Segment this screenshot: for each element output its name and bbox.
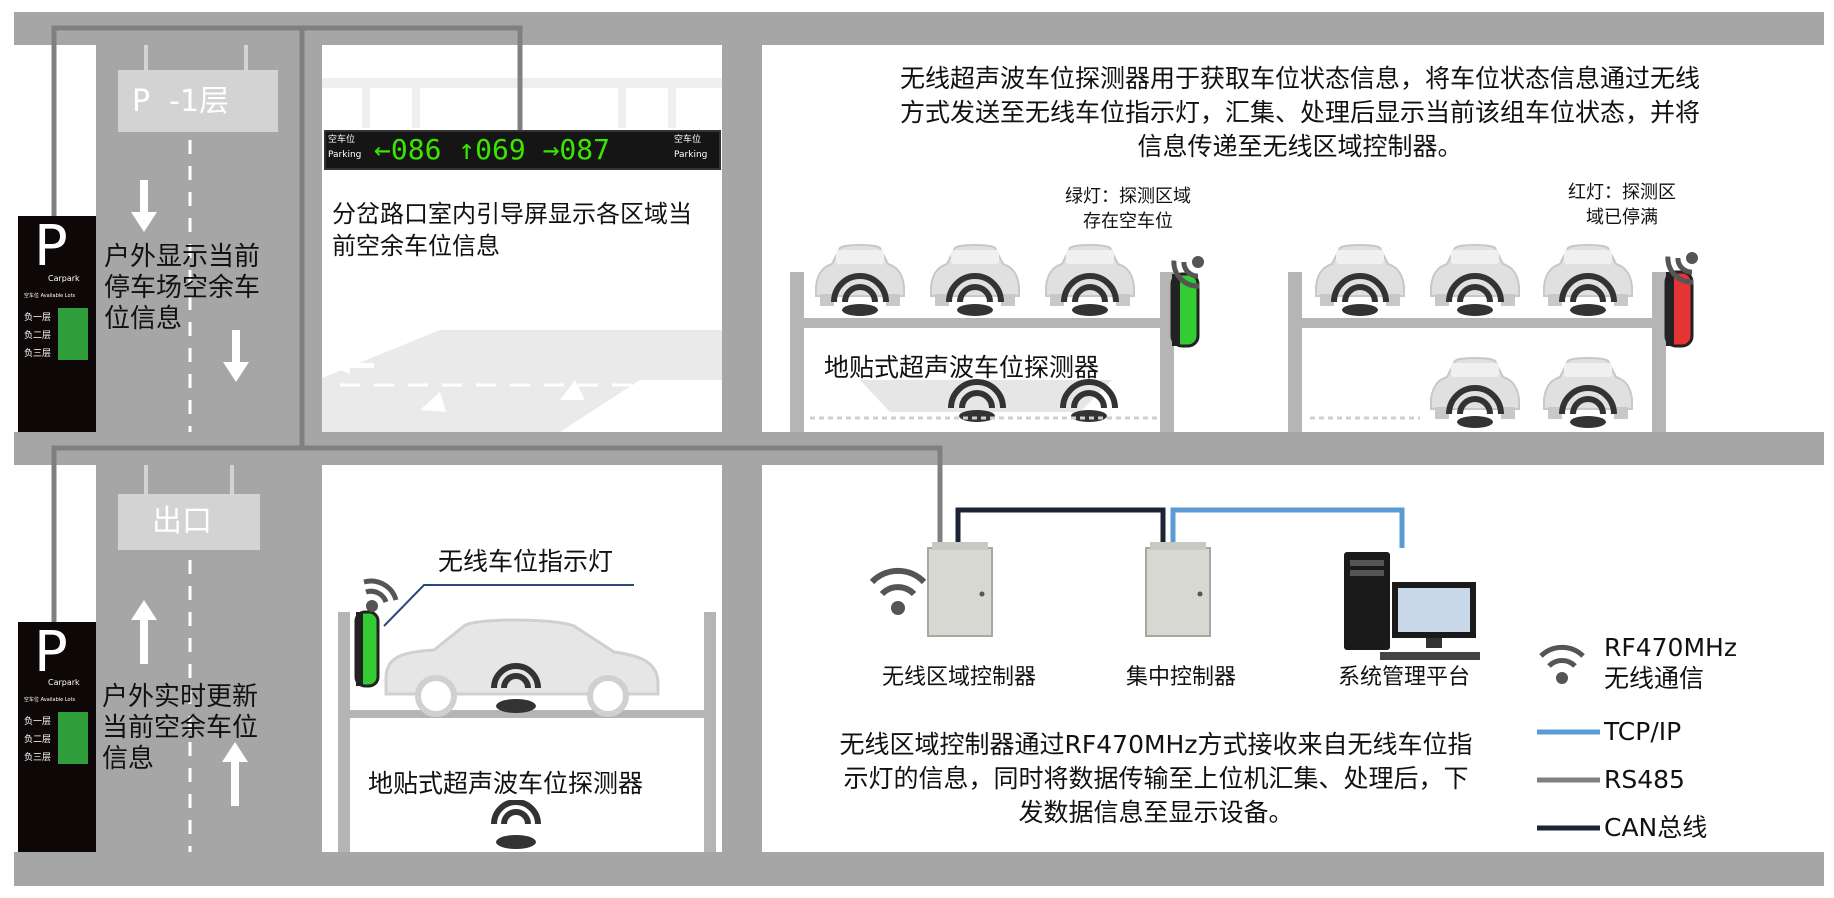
sign-level: 负三层	[24, 349, 52, 359]
legend-wifi-icon	[1539, 644, 1585, 684]
legend-tcp: TCP/IP	[1604, 717, 1682, 746]
guide-screen-text: 分岔路口室内引导屏显示各区域当前空余车位信息	[332, 200, 692, 260]
controller-description: 无线区域控制器通过RF470MHz方式接收来自无线车位指示灯的信息，同时将数据传…	[839, 730, 1473, 827]
legend-can: CAN总线	[1604, 813, 1708, 842]
green-light-note: 绿灯：探测区域存在空车位	[1065, 186, 1191, 232]
platform-label: 系统管理平台	[1338, 665, 1471, 690]
network-devices	[869, 542, 1480, 660]
guide-readout: ←086 ↑069 →087	[374, 133, 611, 166]
detector-description: 无线超声波车位探测器用于获取车位状态信息，将车位状态信息通过无线方式发送至无线车…	[899, 64, 1700, 161]
guide-tag-left: 空车位 Parking	[328, 135, 362, 160]
sign-level: 负二层	[24, 331, 52, 341]
central-controller-label: 集中控制器	[1126, 665, 1237, 690]
parking-racks	[790, 200, 1810, 432]
outdoor-display-text: 户外显示当前停车场空余车位信息	[104, 242, 261, 334]
sign-level: 负三层	[24, 753, 52, 763]
sign-letter: P	[34, 214, 68, 279]
legend-rf: RF470MHz无线通信	[1604, 633, 1737, 693]
sign-level: 负一层	[24, 717, 52, 727]
exit-sign-label: 出口	[152, 504, 212, 539]
sign-brand: Carpark	[48, 274, 80, 283]
indicator-scene	[338, 578, 716, 852]
rf-wifi-icon	[869, 567, 927, 615]
sign-caption: 空车位 Available Lots	[24, 697, 76, 703]
sign-count-panel	[58, 712, 88, 764]
sign-count-panel	[58, 308, 88, 360]
guide-tag-right: 空车位 Parking	[674, 135, 708, 160]
floor-sign-label: P -1层	[132, 84, 230, 119]
wireless-controller-label: 无线区域控制器	[882, 665, 1037, 690]
legend-rs485: RS485	[1604, 765, 1685, 794]
guide-screen: 空车位 Parking ←086 ↑069 →087 空车位 Parking	[324, 130, 721, 170]
red-light-note: 红灯：探测区域已停满	[1568, 182, 1676, 228]
outdoor-sign-top: P Carpark 空车位 Available Lots 负一层 负二层 负三层	[18, 214, 96, 432]
sign-letter: P	[34, 620, 68, 685]
bottom-detector-label: 地贴式超声波车位探测器	[368, 768, 644, 800]
outdoor-sign-bottom: P Carpark 空车位 Available Lots 负一层 负二层 负三层	[18, 620, 96, 852]
indicator-light-label: 无线车位指示灯	[438, 547, 614, 576]
sign-level: 负一层	[24, 313, 52, 323]
top-detector-label: 地贴式超声波车位探测器	[824, 353, 1100, 382]
outdoor-update-text: 户外实时更新当前空余车位信息	[102, 682, 259, 774]
sign-brand: Carpark	[48, 678, 80, 687]
sign-level: 负二层	[24, 735, 52, 745]
sign-caption: 空车位 Available Lots	[24, 293, 76, 299]
